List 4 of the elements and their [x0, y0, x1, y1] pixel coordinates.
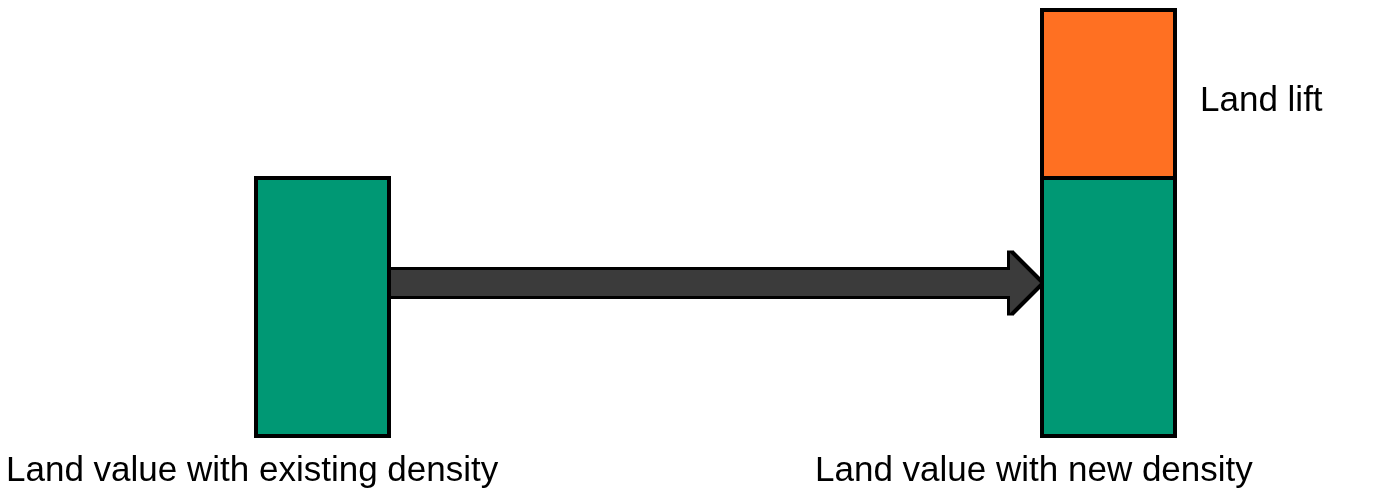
- block-arrow: [391, 253, 1040, 313]
- bar-caption: Land value with existing density: [6, 450, 499, 489]
- bar-caption: Land lift: [1200, 80, 1323, 119]
- bar-caption: Land value with new density: [815, 450, 1253, 489]
